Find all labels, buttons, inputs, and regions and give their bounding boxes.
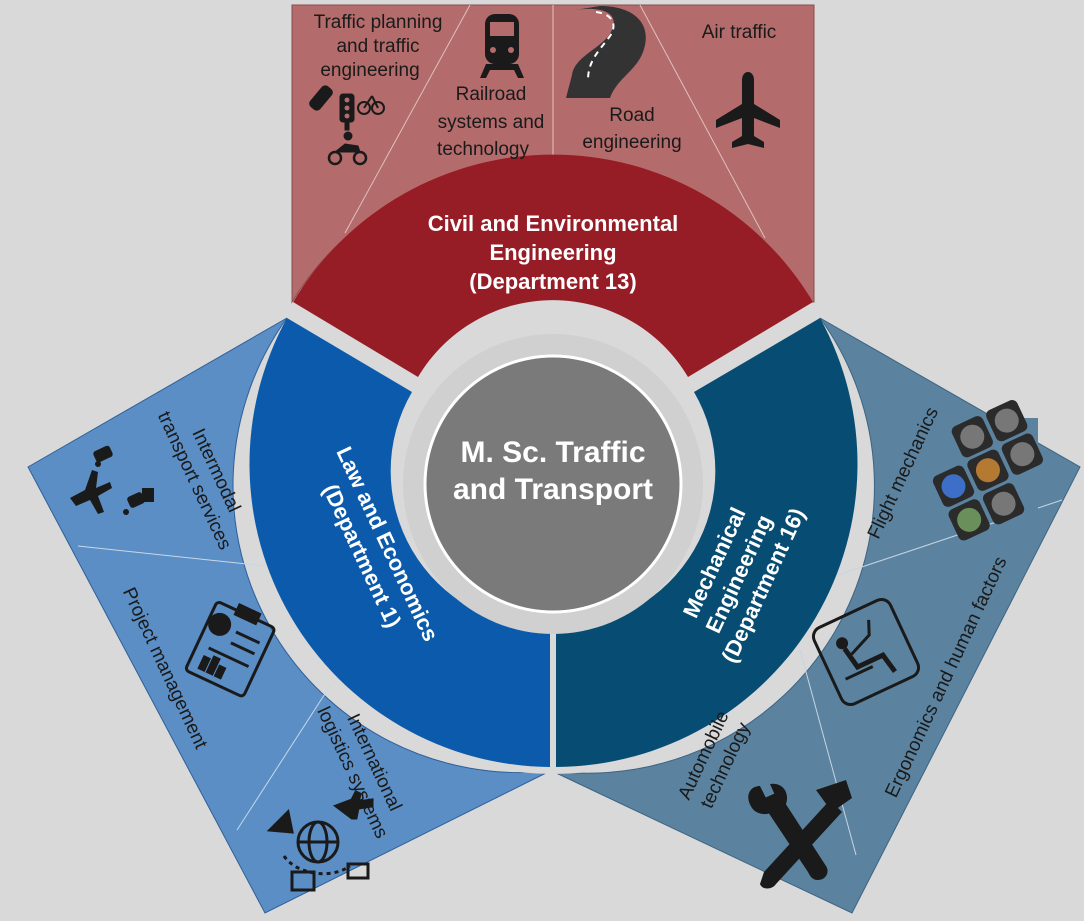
airplane-icon bbox=[716, 72, 780, 148]
civil-dept-line2: Engineering bbox=[489, 240, 616, 265]
topic-railroad-line2: systems and bbox=[438, 112, 545, 133]
center-circle bbox=[423, 354, 683, 614]
law-dividers bbox=[77, 545, 331, 831]
civil-dept-line3: (Department 13) bbox=[469, 269, 636, 294]
seated-person-icon bbox=[811, 597, 921, 707]
traffic-icons bbox=[309, 85, 385, 166]
logistics-icon bbox=[266, 789, 374, 892]
topic-railroad-line1: Railroad bbox=[456, 84, 527, 105]
cockpit-instruments-icon bbox=[932, 400, 1043, 541]
law-ring-segment bbox=[249, 318, 551, 767]
topic-traffic-planning-line1: Traffic planning bbox=[314, 12, 443, 33]
wrench-hammer-icon bbox=[748, 780, 852, 889]
intermodal-icon bbox=[70, 445, 154, 515]
clipboard-gear-icon bbox=[184, 601, 276, 698]
center-title-line1: M. Sc. Traffic bbox=[460, 436, 645, 469]
civil-dividers bbox=[344, 4, 766, 239]
topic-road-line1: Road bbox=[609, 105, 654, 126]
train-icon bbox=[480, 14, 524, 78]
topic-air-traffic: Air traffic bbox=[702, 22, 777, 43]
law-panel bbox=[27, 317, 551, 914]
topic-traffic-planning-line2: and traffic bbox=[336, 36, 419, 57]
center-title-line2: and Transport bbox=[453, 473, 653, 506]
topic-railroad-line3: technology bbox=[437, 139, 529, 160]
topic-traffic-planning-line3: engineering bbox=[320, 60, 419, 81]
road-icon bbox=[566, 6, 646, 98]
civil-dept-line1: Civil and Environmental bbox=[428, 211, 679, 236]
mech-ring-segment bbox=[556, 318, 858, 767]
civil-ring-segment bbox=[293, 154, 813, 377]
topic-road-line2: engineering bbox=[582, 132, 681, 153]
